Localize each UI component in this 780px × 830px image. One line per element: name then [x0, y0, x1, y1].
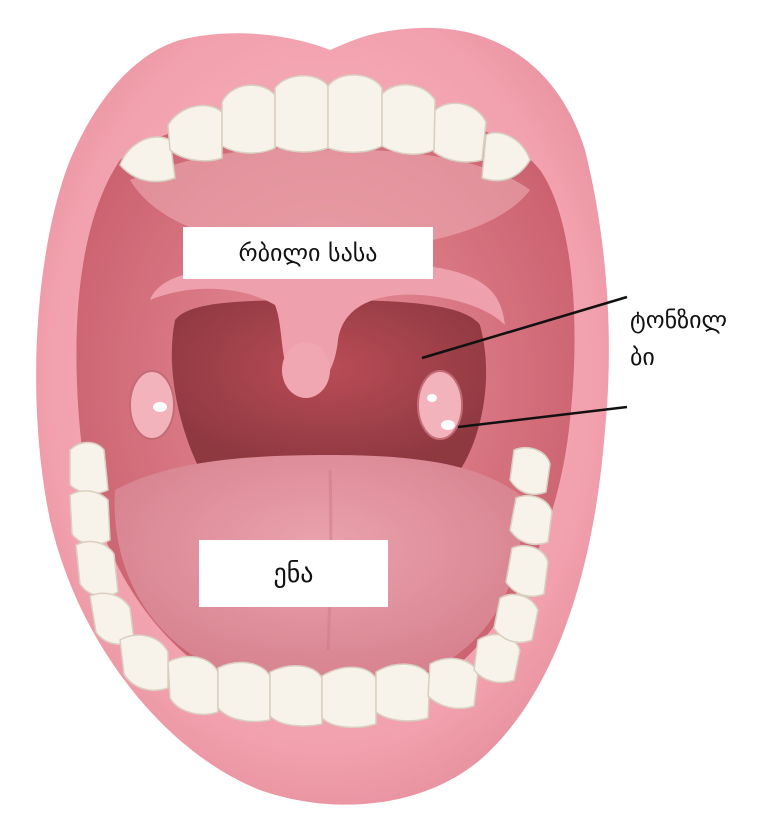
tonsils-label: ტონზილ ბი — [630, 302, 780, 376]
uvula — [282, 342, 330, 398]
right-tonsil-highlight-2 — [427, 394, 437, 402]
soft-palate-label-text: რბილი სასა — [239, 239, 378, 267]
left-tonsil-highlight — [153, 402, 167, 412]
tonsils-label-line-2: ბი — [630, 339, 780, 376]
soft-palate-label: რბილი სასა — [183, 227, 433, 279]
right-tonsil — [418, 371, 462, 439]
right-tonsil-highlight — [441, 420, 455, 430]
tongue-label: ენა — [199, 540, 388, 607]
left-tonsil — [130, 371, 174, 439]
tonsils-label-line-1: ტონზილ — [630, 302, 780, 339]
tongue-label-text: ენა — [274, 559, 314, 589]
